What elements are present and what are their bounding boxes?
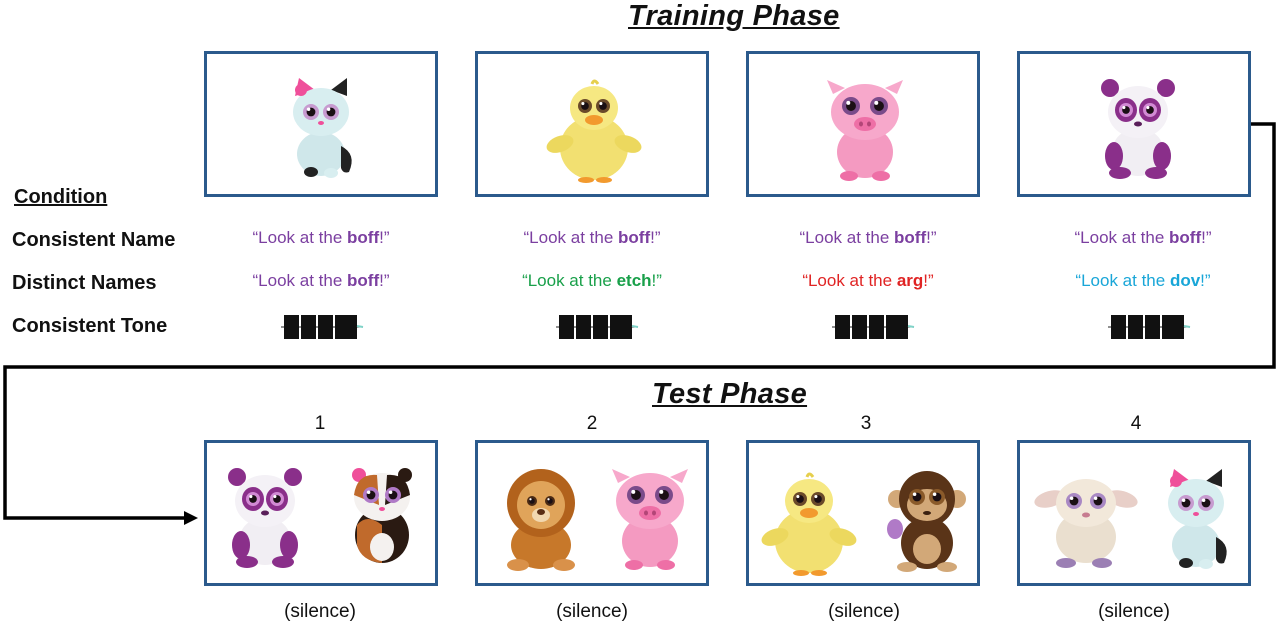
purple-panda-toy-image xyxy=(225,465,305,568)
row-label-consistent-tone: Consistent Tone xyxy=(12,315,168,337)
pink-pig-toy-image xyxy=(819,76,911,182)
test-frame-1 xyxy=(204,440,438,586)
novel-word: boff xyxy=(618,228,651,247)
consistent-name-phrase-4: “Look at the boff!” xyxy=(1074,228,1212,247)
test-audio-caption-3: (silence) xyxy=(828,601,900,622)
test-trial-number-3: 3 xyxy=(860,413,872,434)
arrow-head-icon xyxy=(184,511,198,525)
novel-word: dov xyxy=(1169,271,1201,290)
yellow-chick-toy-image xyxy=(546,78,642,184)
training-phase-title: Training Phase xyxy=(628,0,840,32)
tone-waveform-icon xyxy=(1108,313,1191,341)
condition-header: Condition xyxy=(14,186,108,208)
consistent-name-phrase-3: “Look at the boff!” xyxy=(799,228,937,247)
tone-waveform-icon xyxy=(281,313,364,341)
row-label-distinct-names: Distinct Names xyxy=(12,272,157,294)
training-frame-3 xyxy=(746,51,980,197)
pink-pig-toy-image xyxy=(604,465,696,571)
white-cat-toy-image xyxy=(285,76,361,178)
training-frame-4 xyxy=(1017,51,1251,197)
distinct-name-phrase-3: “Look at the arg!” xyxy=(802,271,934,290)
novel-word: boff xyxy=(347,228,380,247)
lion-toy-image xyxy=(496,467,586,573)
test-audio-caption-4: (silence) xyxy=(1098,601,1170,622)
test-trial-number-2: 2 xyxy=(586,413,598,434)
test-audio-caption-2: (silence) xyxy=(556,601,628,622)
test-trial-number-1: 1 xyxy=(314,413,326,434)
test-frame-4 xyxy=(1017,440,1251,586)
consistent-name-phrase-2: “Look at the boff!” xyxy=(523,228,661,247)
distinct-name-phrase-1: “Look at the boff!” xyxy=(252,271,390,290)
white-cat-toy-image xyxy=(1160,467,1236,569)
test-phase-title: Test Phase xyxy=(652,378,808,410)
test-trial-number-4: 4 xyxy=(1130,413,1142,434)
lamb-toy-image xyxy=(1034,473,1138,569)
novel-word: arg xyxy=(896,271,924,290)
tone-waveform-icon xyxy=(556,313,639,341)
novel-word: boff xyxy=(894,228,927,247)
training-frame-2 xyxy=(475,51,709,197)
test-frame-3 xyxy=(746,440,980,586)
novel-word: boff xyxy=(347,271,380,290)
purple-panda-toy-image xyxy=(1098,76,1178,179)
novel-word: etch xyxy=(616,271,652,290)
test-frame-2 xyxy=(475,440,709,586)
consistent-name-phrase-1: “Look at the boff!” xyxy=(252,228,390,247)
guinea-pig-toy-image xyxy=(347,465,417,565)
novel-word: boff xyxy=(1169,228,1202,247)
training-frame-1 xyxy=(204,51,438,197)
distinct-name-phrase-2: “Look at the etch!” xyxy=(522,271,662,290)
monkey-toy-image xyxy=(881,469,971,573)
yellow-chick-toy-image xyxy=(761,471,857,577)
tone-waveform-icon xyxy=(832,313,915,341)
distinct-name-phrase-4: “Look at the dov!” xyxy=(1075,271,1211,290)
test-audio-caption-1: (silence) xyxy=(284,601,356,622)
row-label-consistent-name: Consistent Name xyxy=(12,229,176,251)
